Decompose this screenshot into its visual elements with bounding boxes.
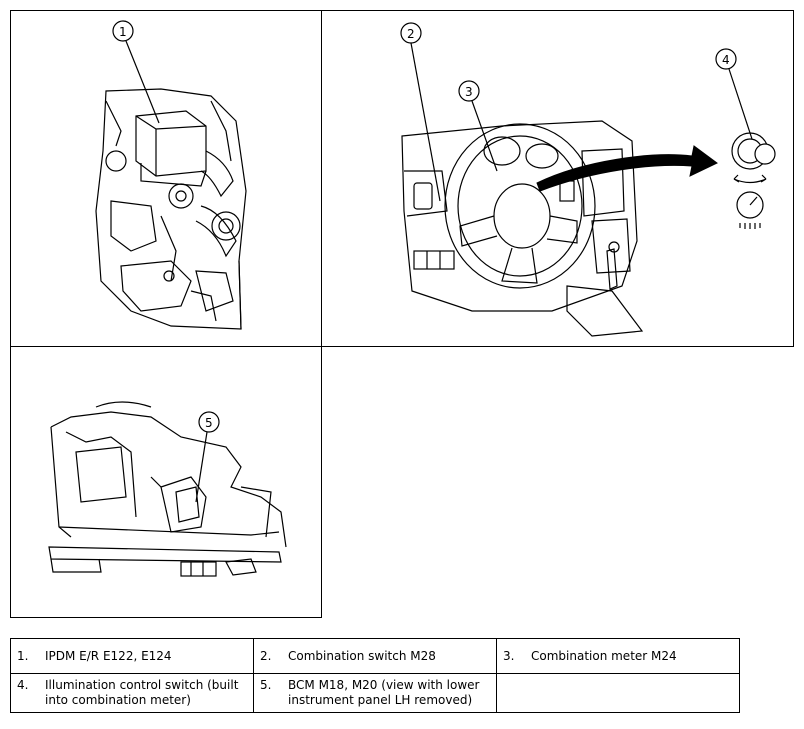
callout-4-leader (728, 68, 753, 140)
callout-2-leader (410, 42, 441, 202)
callout-2-circle (400, 22, 422, 44)
legend-number: 2. (260, 648, 272, 663)
panel-cockpit-steering: 2 3 4 (321, 10, 794, 347)
panel-ipdm-engine-compartment: 1 (10, 10, 322, 347)
legend-number: 1. (17, 648, 29, 663)
legend-text: Combination meter M24 (531, 648, 677, 663)
legend-cell: 2. Combination switch M28 (253, 638, 497, 674)
illumination-gauge-icon (736, 191, 764, 219)
callout-1-leader (125, 40, 160, 124)
ipdm-engine-illustration: 1 (95, 20, 247, 330)
legend-text: Illumination control switch (built into … (45, 678, 239, 707)
callout-4-circle (715, 48, 737, 70)
callout-3-circle (458, 80, 480, 102)
legend-text: Combination switch M28 (288, 648, 436, 663)
pointer-arrow (536, 145, 718, 192)
component-legend-table: 1. IPDM E/R E122, E124 2. Combination swit… (10, 638, 740, 713)
legend-row: 4. Illumination control switch (built int… (10, 673, 740, 713)
cockpit-illustration: 2 3 4 (400, 22, 776, 337)
callout-1-circle (112, 20, 134, 42)
callout-5-circle (198, 411, 220, 433)
legend-number: 3. (503, 648, 515, 663)
callout-5-label: 5 (205, 416, 213, 430)
panel-bcm-lower-instrument: 5 (10, 346, 322, 618)
callout-5-leader (195, 431, 208, 503)
legend-row: 1. IPDM E/R E122, E124 2. Combination swit… (10, 638, 740, 674)
callout-3-label: 3 (465, 85, 473, 99)
legend-text: IPDM E/R E122, E124 (45, 648, 172, 663)
callout-1-label: 1 (119, 25, 127, 39)
bcm-illustration: 5 (48, 401, 287, 577)
legend-number: 5. (260, 678, 272, 692)
callout-2-label: 2 (407, 27, 415, 41)
legend-cell-empty (496, 673, 740, 713)
legend-number: 4. (17, 678, 29, 692)
legend-text: BCM M18, M20 (view with lower instrument… (288, 678, 480, 707)
legend-cell: 4. Illumination control switch (built int… (10, 673, 254, 713)
callout-3-leader (471, 100, 498, 172)
legend-cell: 5. BCM M18, M20 (view with lower instrume… (253, 673, 497, 713)
legend-cell: 1. IPDM E/R E122, E124 (10, 638, 254, 674)
legend-cell: 3. Combination meter M24 (496, 638, 740, 674)
callout-4-label: 4 (722, 53, 730, 67)
